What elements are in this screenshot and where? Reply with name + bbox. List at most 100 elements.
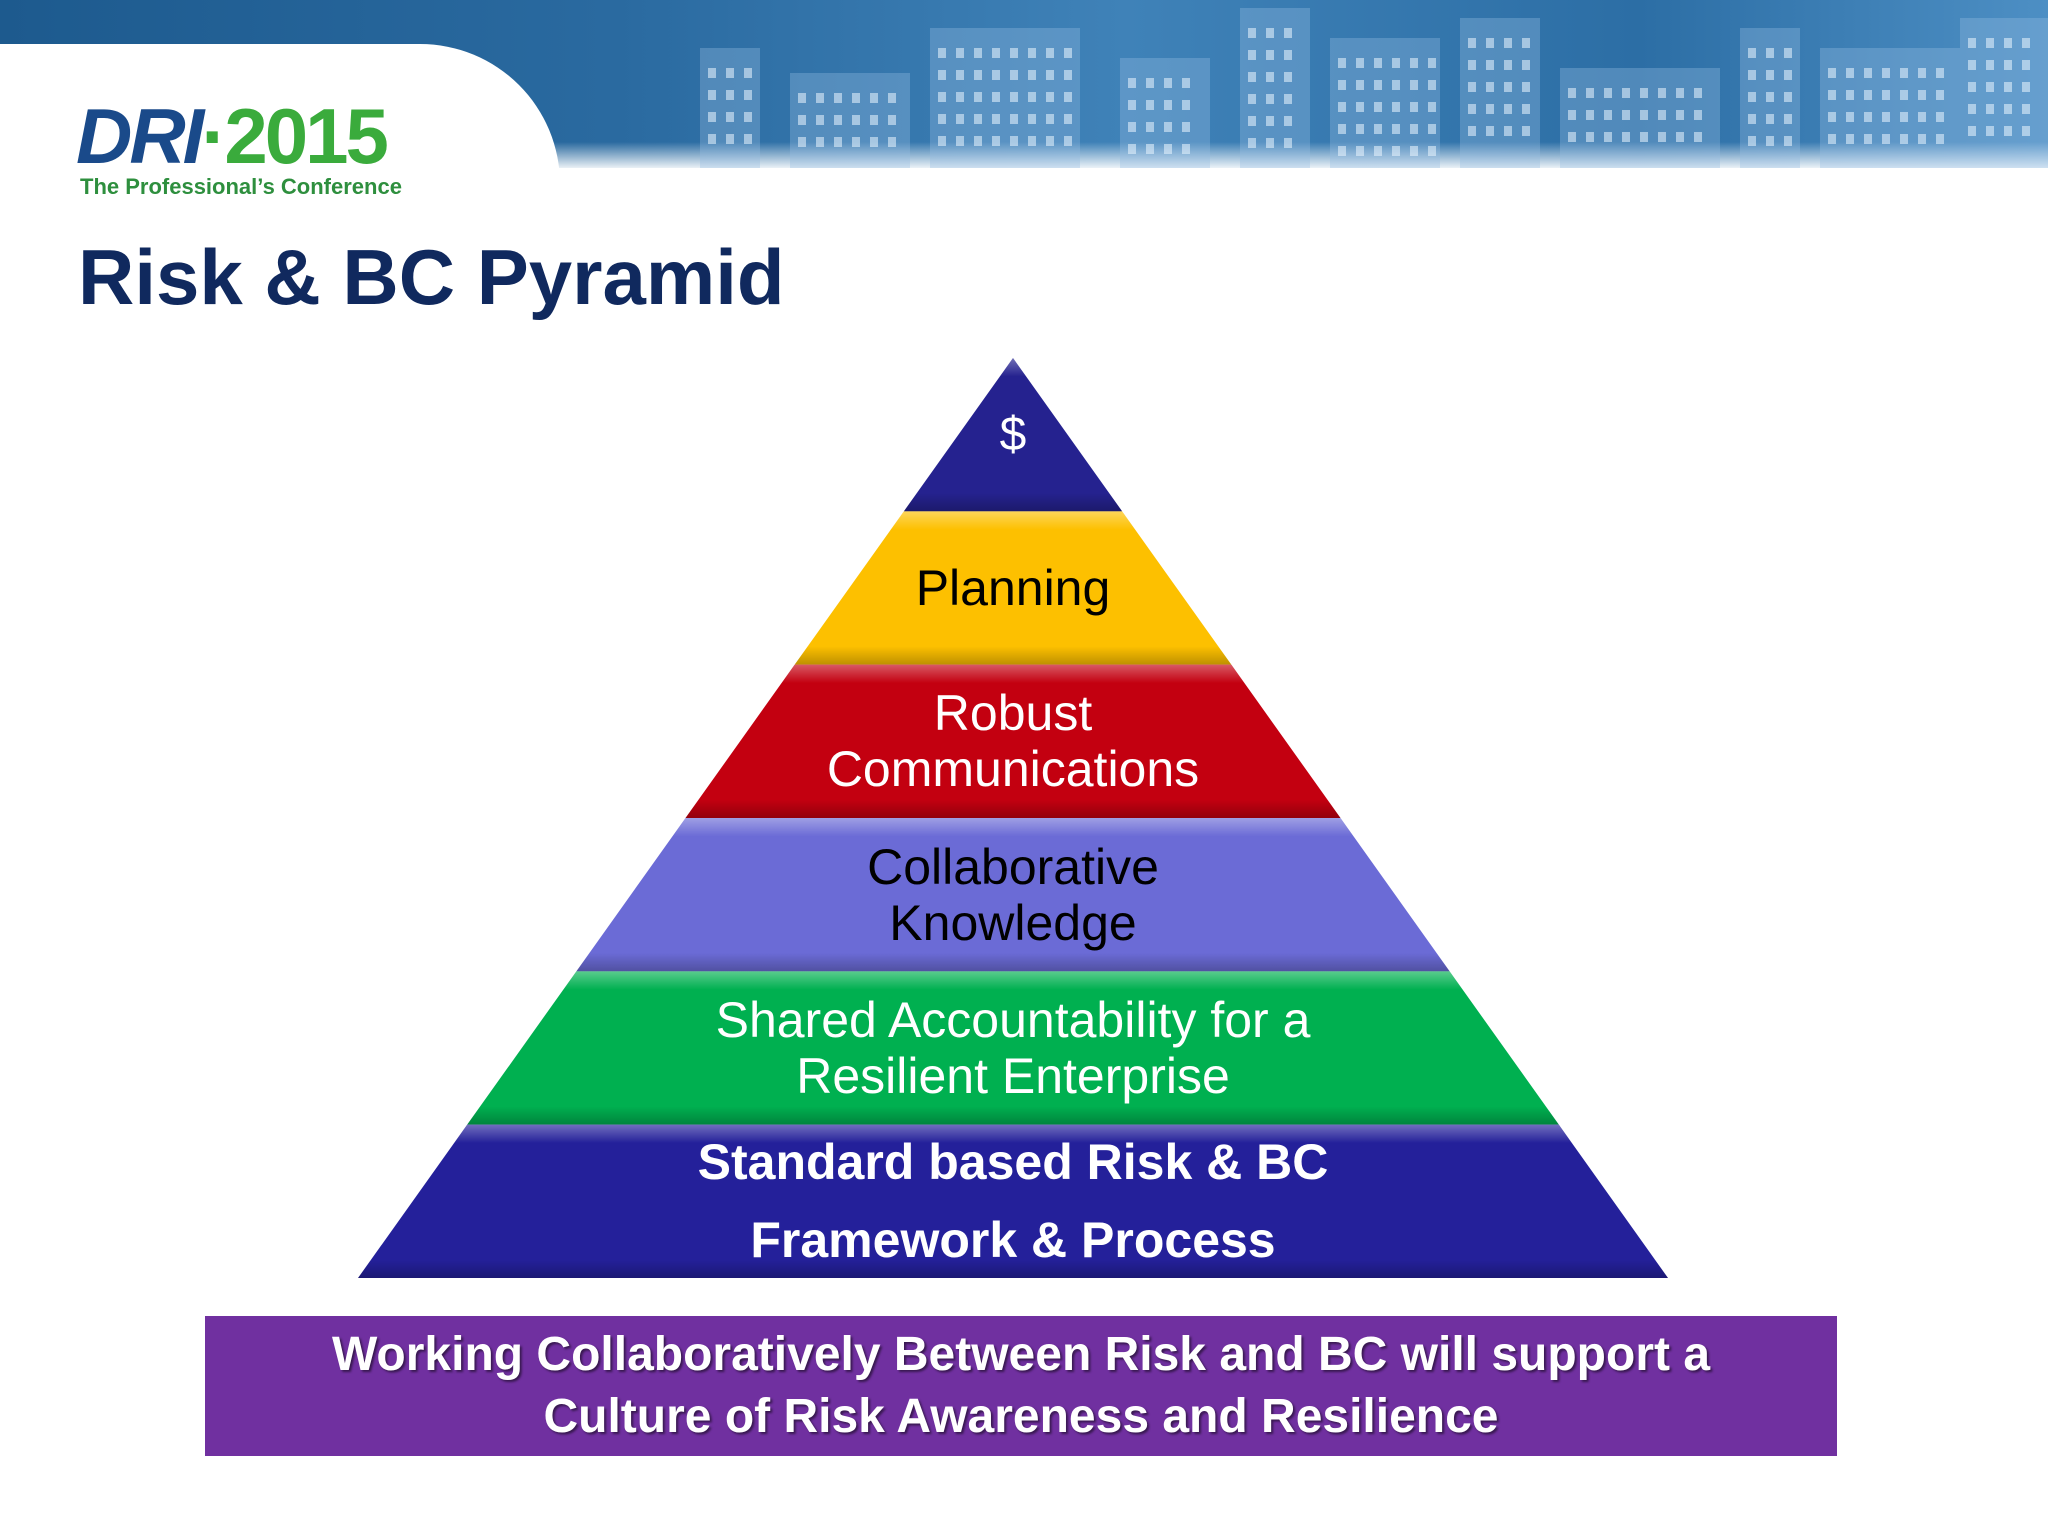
skyline-window — [1010, 114, 1018, 124]
skyline-window — [708, 112, 716, 122]
skyline-window — [1864, 68, 1872, 78]
skyline-window — [1586, 132, 1594, 142]
skyline-window — [1046, 114, 1054, 124]
skyline-window — [974, 114, 982, 124]
skyline-window — [726, 112, 734, 122]
skyline-window — [744, 134, 752, 144]
logo-tagline: The Professional’s Conference — [80, 174, 402, 199]
skyline-window — [1986, 38, 1994, 48]
skyline-window — [974, 92, 982, 102]
skyline-window — [1428, 146, 1436, 156]
skyline-window — [1968, 126, 1976, 136]
skyline-window — [1918, 90, 1926, 100]
pyramid-tier-shading — [576, 818, 1450, 972]
skyline-window — [1182, 122, 1190, 132]
skyline-window — [2022, 60, 2030, 70]
skyline-window — [1828, 68, 1836, 78]
page-title: Risk & BC Pyramid — [78, 233, 785, 321]
tier-label-line: Standard based Risk & BC — [697, 1134, 1329, 1191]
skyline-window — [1504, 104, 1512, 114]
skyline-window — [1410, 146, 1418, 156]
skyline-window — [1410, 80, 1418, 90]
skyline-window — [1266, 50, 1274, 60]
skyline-window — [1766, 48, 1774, 58]
skyline-window — [1338, 146, 1346, 156]
skyline-window — [1374, 102, 1382, 112]
skyline-window — [1568, 110, 1576, 120]
skyline-window — [1968, 38, 1976, 48]
skyline-window — [1568, 132, 1576, 142]
skyline-window — [1410, 124, 1418, 134]
tier-label-line: Shared Accountability for a — [715, 992, 1311, 1048]
tier-label-line: Communications — [826, 741, 1200, 798]
skyline-window — [1284, 72, 1292, 82]
skyline-window — [1146, 144, 1154, 154]
skyline-window — [1028, 136, 1036, 146]
skyline-window — [1828, 134, 1836, 144]
tier-label-line: Framework & Process — [750, 1212, 1276, 1269]
skyline-window — [1846, 68, 1854, 78]
skyline-window — [834, 115, 842, 125]
skyline-window — [1658, 132, 1666, 142]
skyline-window — [1784, 136, 1792, 146]
skyline-window — [1392, 58, 1400, 68]
skyline-window — [1064, 70, 1072, 80]
skyline-window — [1694, 132, 1702, 142]
skyline-window — [2004, 82, 2012, 92]
skyline-window — [1046, 92, 1054, 102]
skyline-window — [1028, 92, 1036, 102]
skyline-window — [1504, 126, 1512, 136]
skyline-window — [1164, 100, 1172, 110]
skyline-window — [1266, 138, 1274, 148]
skyline-window — [938, 48, 946, 58]
skyline-window — [1882, 112, 1890, 122]
skyline-window — [956, 92, 964, 102]
skyline-window — [1748, 136, 1756, 146]
skyline-window — [992, 92, 1000, 102]
skyline-window — [1338, 80, 1346, 90]
skyline-window — [1284, 116, 1292, 126]
pyramid-tier-shading — [685, 664, 1341, 818]
skyline-window — [938, 92, 946, 102]
skyline-window — [816, 93, 824, 103]
skyline-window — [1986, 82, 1994, 92]
skyline-window — [938, 70, 946, 80]
skyline-window — [1028, 70, 1036, 80]
skyline-window — [992, 136, 1000, 146]
skyline-window — [1182, 78, 1190, 88]
skyline-window — [1622, 88, 1630, 98]
skyline-window — [1468, 126, 1476, 136]
skyline-window — [1284, 50, 1292, 60]
skyline-window — [816, 115, 824, 125]
skyline-window — [1748, 70, 1756, 80]
skyline-window — [974, 136, 982, 146]
skyline-window — [1882, 134, 1890, 144]
skyline-window — [1676, 88, 1684, 98]
skyline-window — [2022, 38, 2030, 48]
skyline-window — [1266, 94, 1274, 104]
skyline-window — [1468, 60, 1476, 70]
pyramid-tier-shading — [794, 511, 1232, 665]
tier-label-line: Knowledge — [889, 894, 1137, 951]
skyline-window — [1486, 126, 1494, 136]
skyline-window — [1522, 104, 1530, 114]
skyline-window — [870, 93, 878, 103]
skyline-window — [1694, 110, 1702, 120]
skyline-window — [1182, 100, 1190, 110]
conclusion-text: Working Collaboratively Between Risk and… — [331, 1328, 1711, 1443]
skyline-window — [1164, 122, 1172, 132]
skyline-window — [1900, 68, 1908, 78]
logo-dri: DRI — [76, 92, 204, 180]
skyline-window — [1784, 92, 1792, 102]
skyline-window — [1622, 132, 1630, 142]
skyline-window — [1586, 88, 1594, 98]
tier-label-line: $ — [999, 407, 1027, 461]
skyline-window — [974, 48, 982, 58]
pyramid-tier-shading — [467, 971, 1559, 1125]
skyline-window — [1284, 28, 1292, 38]
skyline-window — [1028, 114, 1036, 124]
skyline-window — [1486, 104, 1494, 114]
